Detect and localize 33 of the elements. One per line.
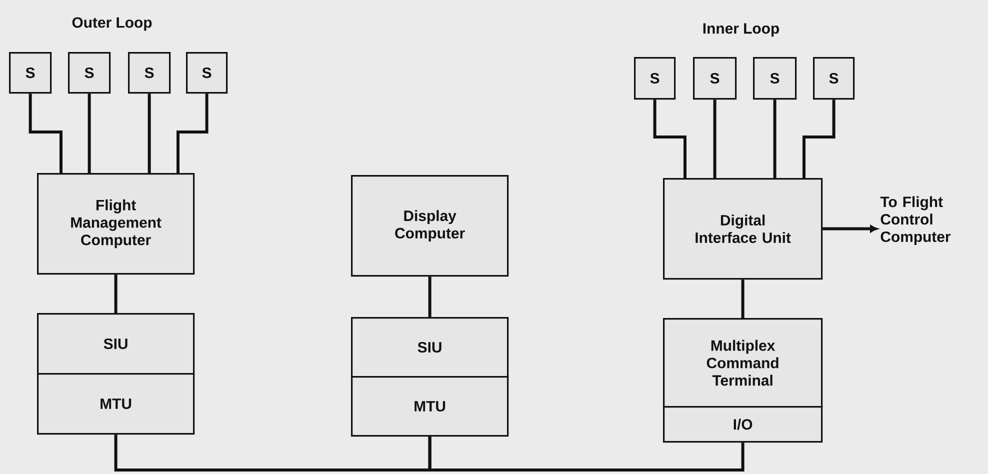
connector-line <box>428 436 744 472</box>
unit-box: MTU <box>37 373 195 435</box>
connector-line <box>114 274 118 313</box>
sensor-box: S <box>634 57 676 100</box>
group-heading: Inner Loop <box>703 23 779 37</box>
interface-box: Digital Interface Unit <box>663 178 823 280</box>
sensor-box: S <box>186 52 228 94</box>
io-box: I/O <box>663 406 823 443</box>
connector-line <box>114 434 432 472</box>
group-heading: Outer Loop <box>72 17 152 31</box>
sensor-box: S <box>128 52 171 94</box>
computer-box: Flight Management Computer <box>37 173 195 275</box>
sensor-box: S <box>68 52 111 94</box>
connector-line <box>741 280 744 318</box>
computer-box: Display Computer <box>351 175 509 277</box>
sensor-box: S <box>753 57 797 100</box>
connector-line <box>822 225 878 232</box>
unit-box: SIU <box>351 317 509 378</box>
connector-line <box>176 94 208 173</box>
sensor-box: S <box>9 52 52 94</box>
connector-line <box>428 276 432 317</box>
connector-line <box>653 100 686 178</box>
connector-line <box>802 100 836 178</box>
unit-box: SIU <box>37 313 195 375</box>
unit-box: MTU <box>351 376 509 437</box>
sensor-box: S <box>693 57 737 100</box>
connector-line <box>773 100 776 178</box>
connector-line <box>713 100 716 178</box>
connector-line <box>28 94 62 173</box>
connector-line <box>148 94 151 173</box>
connector-line <box>88 94 91 173</box>
target-label: To Flight Control Computer <box>880 196 951 245</box>
sensor-box: S <box>813 57 855 100</box>
